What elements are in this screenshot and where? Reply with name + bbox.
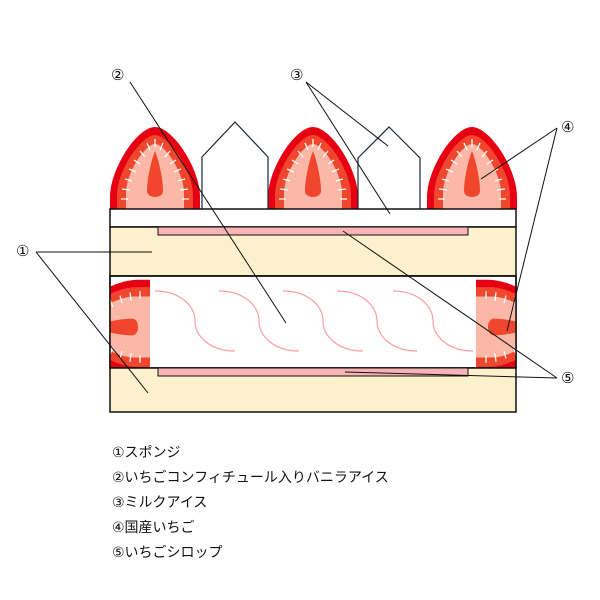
strawberry-side-left <box>110 279 151 368</box>
strawberry-top-1 <box>109 126 201 210</box>
strawberry-side-right <box>475 279 516 368</box>
legend-item-sponge: ①スポンジ <box>112 445 181 461</box>
callout-3: ③ <box>290 66 303 84</box>
vanilla-ice-layer <box>109 275 517 369</box>
milk-ice-piece-2 <box>357 126 421 209</box>
strawberry-top-2 <box>267 126 359 210</box>
callout-4: ④ <box>561 118 574 136</box>
callout-5: ⑤ <box>561 369 574 387</box>
legend-item-vanilla-ice: ②いちごコンフィチュール入りバニラアイス <box>112 470 389 486</box>
legend-item-strawberry: ④国産いちご <box>112 520 195 536</box>
callout-2: ② <box>111 66 124 84</box>
legend: ①スポンジ ②いちごコンフィチュール入りバニラアイス ③ミルクアイス ④国産いち… <box>112 441 389 566</box>
syrup-top <box>157 226 469 236</box>
legend-item-syrup: ⑤いちごシロップ <box>112 545 223 561</box>
syrup-bottom <box>157 367 469 377</box>
milk-ice-piece-1 <box>201 121 269 209</box>
milk-ice-layer <box>109 208 517 228</box>
strawberry-top-3 <box>426 126 518 210</box>
leader-lines <box>35 81 558 394</box>
legend-item-milk-ice: ③ミルクアイス <box>112 495 208 511</box>
callout-1: ① <box>16 242 29 260</box>
